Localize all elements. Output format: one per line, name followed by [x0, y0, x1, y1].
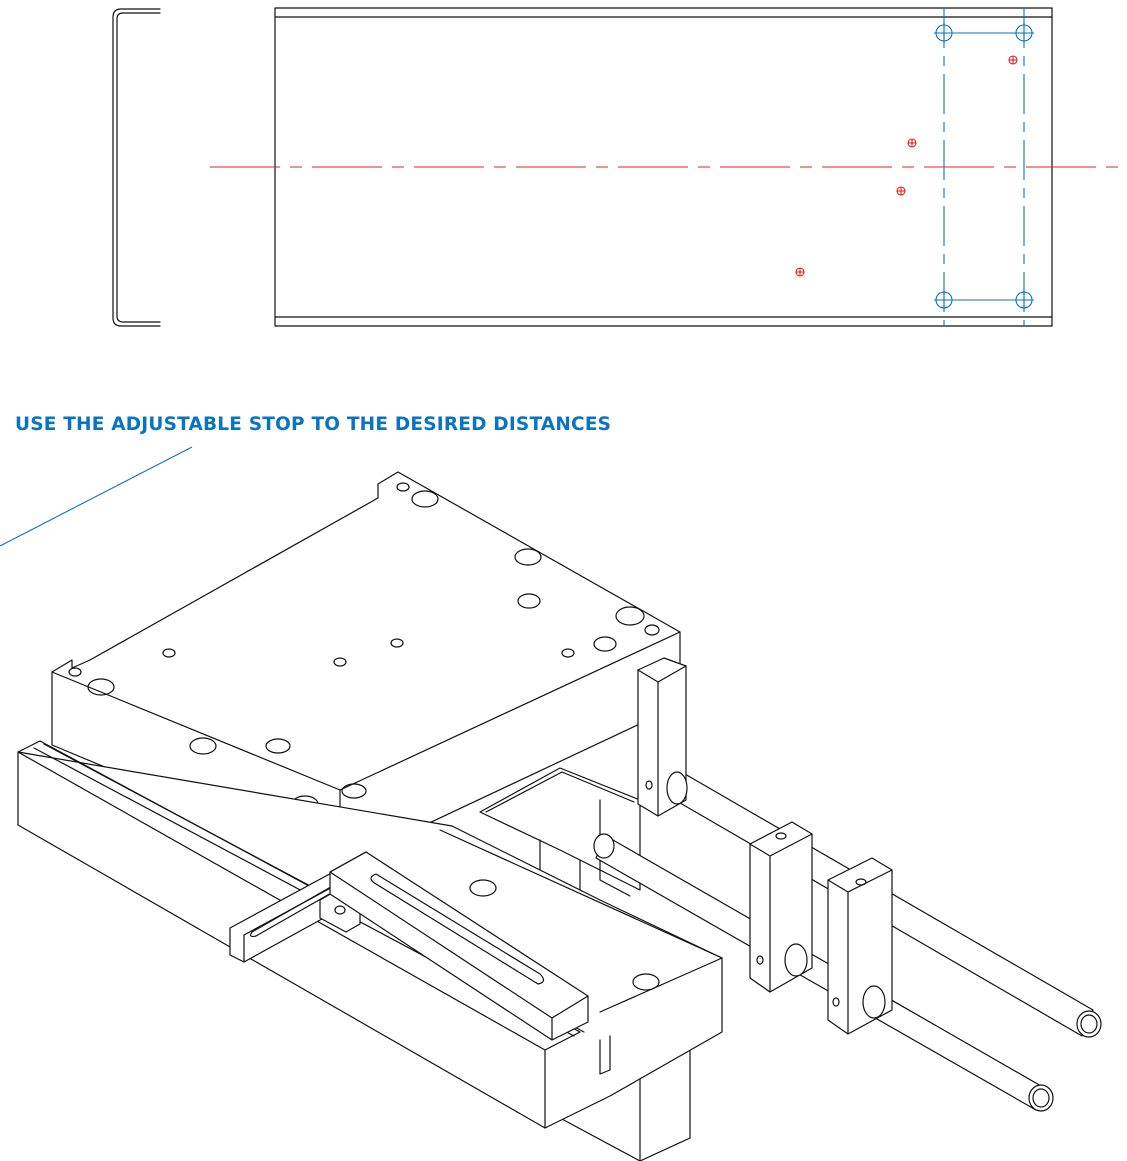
mounting-hole [1014, 23, 1034, 43]
guide-rod-lower [593, 833, 1054, 1112]
mounting-hole-pattern [934, 8, 1034, 326]
stop-block-front [827, 857, 893, 1035]
channel-profile-view [112, 8, 161, 327]
hole-marker [795, 267, 805, 277]
hole-marker [907, 138, 917, 148]
mounting-hole [1014, 290, 1034, 310]
rod-bracket-rear [637, 657, 688, 817]
stop-block-middle [749, 821, 813, 993]
annotation-note: USE THE ADJUSTABLE STOP TO THE DESIRED D… [15, 414, 612, 435]
mounting-hole [934, 290, 954, 310]
mounting-hole [934, 23, 954, 43]
adjustable-stop [229, 851, 589, 1041]
hole-markers [795, 55, 1018, 277]
plate-holes [68, 482, 660, 824]
annotation-leader [0, 446, 193, 547]
hole-marker [1008, 55, 1018, 65]
hole-marker [896, 186, 906, 196]
